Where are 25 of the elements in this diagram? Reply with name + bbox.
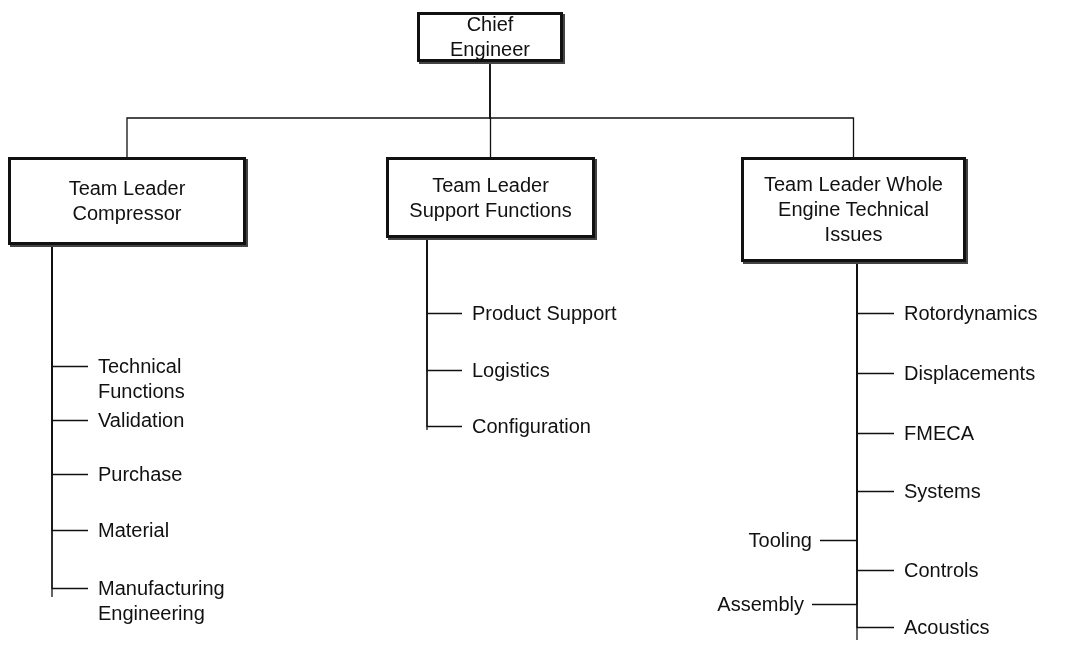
function-label: FMECA bbox=[904, 421, 974, 446]
role-title: Chief Engineer bbox=[448, 12, 532, 62]
function-label: Rotordynamics bbox=[904, 301, 1038, 326]
function-label: Displacements bbox=[904, 361, 1036, 386]
function-label: Systems bbox=[904, 479, 981, 504]
function-label: Controls bbox=[904, 558, 979, 583]
org-box bbox=[386, 157, 595, 238]
role-title: Team Leader Compressor bbox=[67, 176, 187, 226]
function-label: Logistics bbox=[472, 358, 550, 383]
function-label: Validation bbox=[98, 408, 185, 433]
connector-line bbox=[489, 61, 855, 158]
function-label: Product Support bbox=[472, 301, 617, 326]
org-box bbox=[8, 157, 246, 245]
role-title: Team Leader Support Functions bbox=[408, 172, 573, 223]
function-label: Assembly bbox=[717, 592, 804, 617]
function-label: Configuration bbox=[472, 414, 591, 439]
org-box bbox=[741, 157, 966, 262]
function-label: Material bbox=[98, 518, 170, 543]
org-box bbox=[417, 12, 563, 62]
function-label: Tooling bbox=[748, 528, 812, 553]
function-label: Acoustics bbox=[904, 615, 990, 640]
function-label: Purchase bbox=[98, 462, 183, 487]
role-title: Team Leader Whole Engine Technical Issues bbox=[764, 172, 943, 247]
function-label: Technical Functions bbox=[98, 354, 228, 404]
function-label: Manufacturing Engineering bbox=[98, 576, 268, 626]
